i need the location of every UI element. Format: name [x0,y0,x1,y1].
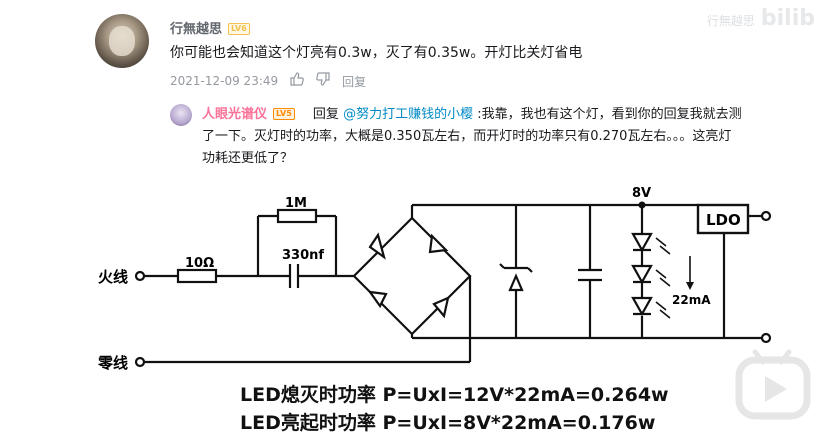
ldo-label: LDO [706,211,741,229]
reply-username[interactable]: 人眼光谱仪 [202,107,268,122]
resistor-10-label: 10Ω [185,256,214,271]
dislike-icon[interactable] [316,72,330,90]
formula-on: LED亮起时功率 P=UxI=8V*22mA=0.176w [240,412,656,434]
resistor-1m-label: 1M [285,196,307,211]
timestamp: 2021-12-09 23:49 [170,74,279,88]
avatar[interactable] [95,14,149,68]
formula-off: LED熄灭时功率 P=UxI=12V*22mA=0.264w [240,384,669,406]
live-wire-label: 火线 [98,268,128,286]
reply-avatar[interactable] [170,104,192,126]
capacitor-label: 330nf [282,248,324,263]
mention-link[interactable]: @努力打工赚钱的小樱 [343,107,474,122]
play-icon[interactable] [733,344,813,422]
reply-body: 人眼光谱仪 LV5 回复 @努力打工赚钱的小樱 :我靠，我也有这个灯，看到你的回复… [202,104,742,170]
voltage-label: 8V [632,186,651,201]
reply-prefix: 回复 [312,107,339,122]
reply-button[interactable]: 回复 [342,74,367,89]
neutral-wire-label: 零线 [97,354,128,372]
comment-meta: 2021-12-09 23:49 回复 [170,72,366,90]
current-label: 22mA [672,293,711,307]
comment-text: 你可能也会知道这个灯亮有0.3w，灭了有0.35w。开灯比关灯省电 [170,45,583,61]
reply-text: :我靠，我也有这个灯，看到你的回复我就去测了一下。灭灯时的功率，大概是0.350… [202,107,742,166]
level-badge: LV5 [273,108,295,120]
like-icon[interactable] [290,72,304,90]
level-badge: LV6 [228,23,250,35]
